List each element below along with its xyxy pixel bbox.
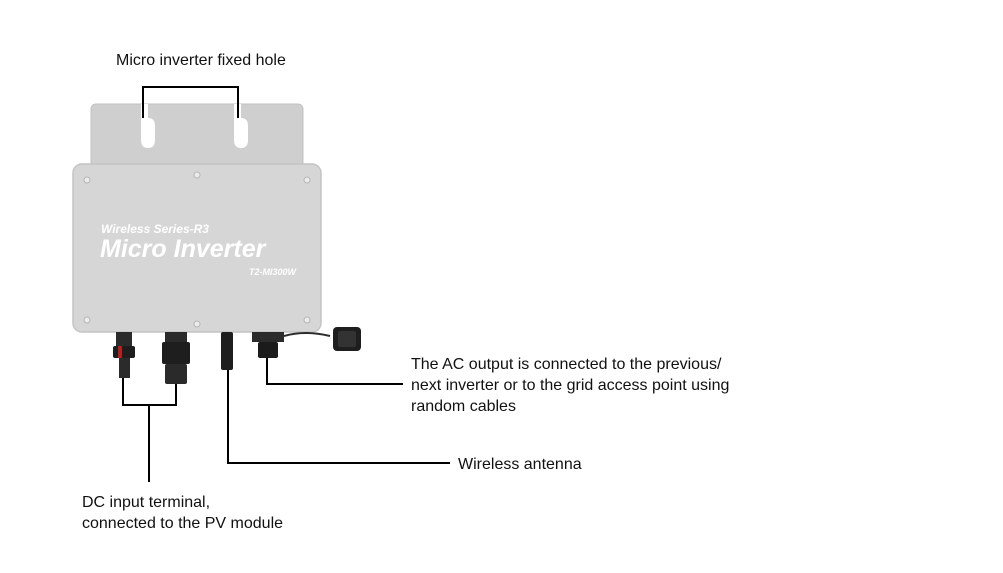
label-ac-output-line: The AC output is connected to the previo…	[411, 356, 722, 373]
model-text: T2-MI300W	[249, 267, 298, 277]
leader-lines	[122, 86, 450, 482]
antenna	[221, 332, 233, 370]
mounting-bracket	[90, 103, 304, 175]
label-ac-output-line: random cables	[411, 398, 516, 415]
leader-ac-output	[266, 358, 403, 385]
inverter-body: Wireless Series-R3 Micro Inverter T2-MI3…	[72, 163, 322, 333]
product-name-text: Micro Inverter	[100, 235, 267, 263]
dc-connector-right	[162, 332, 190, 384]
label-ac-output: The AC output is connected to the previo…	[411, 354, 729, 417]
leader-antenna	[227, 370, 450, 464]
label-ac-output-line: next inverter or to the grid access poin…	[411, 377, 730, 394]
label-dc-input-line: DC input terminal,	[82, 494, 211, 511]
ac-output-connector	[252, 327, 361, 358]
label-antenna: Wireless antenna	[458, 456, 582, 473]
label-fixed-hole: Micro inverter fixed hole	[116, 52, 286, 69]
dc-connector-left	[113, 332, 135, 378]
leader-fixed-hole	[142, 86, 239, 118]
label-dc-input: DC input terminal, connected to the PV m…	[82, 492, 283, 534]
fixed-hole-left	[141, 104, 155, 148]
series-text: Wireless Series-R3	[101, 222, 209, 236]
label-dc-input-line: connected to the PV module	[82, 515, 284, 532]
